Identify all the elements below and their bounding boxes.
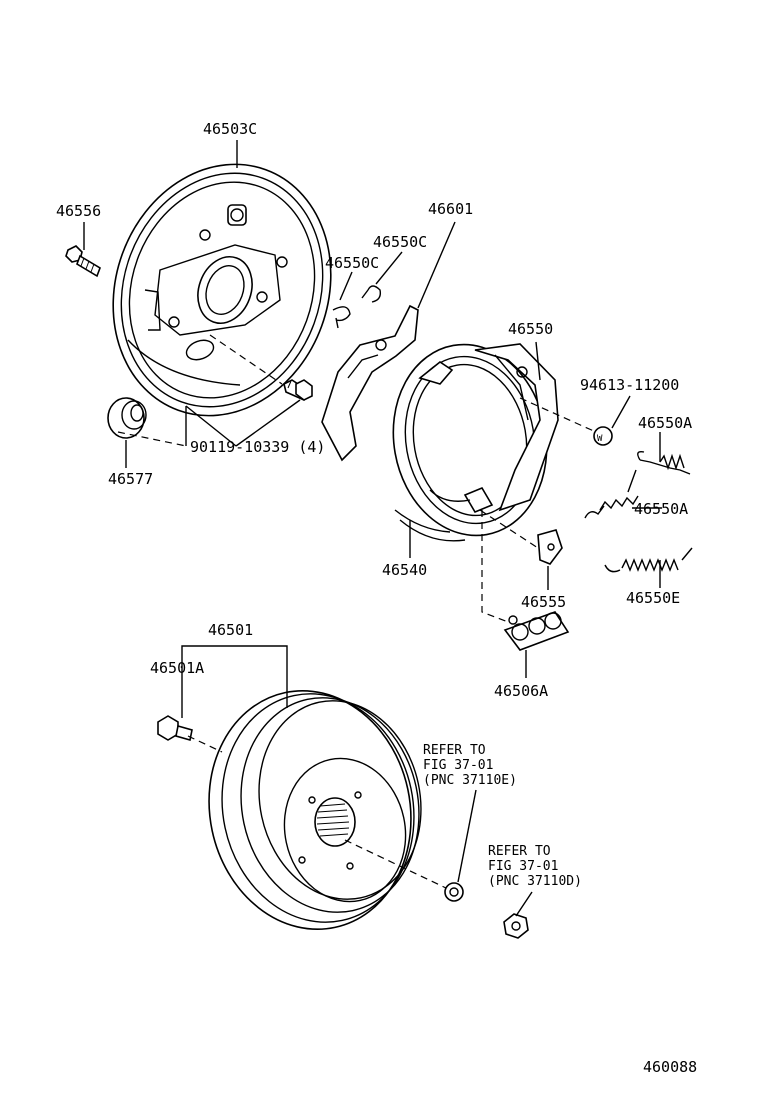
- refer-note-37110E-line2: FIG 37-01: [423, 758, 493, 773]
- plug-46577: [107, 397, 147, 439]
- wheel-cylinder-46506A: [503, 611, 570, 651]
- label-46550A-a: 46550A: [638, 414, 692, 432]
- label-46550C-b: 46550C: [325, 254, 379, 272]
- brake-drum-46501: [208, 689, 422, 931]
- label-46501: 46501: [208, 621, 253, 639]
- svg-text:W: W: [597, 434, 603, 444]
- part-labels: 46503C 46556 46601 46550C 46550C 46550 9…: [56, 120, 697, 1076]
- refer-note-37110D-line1: REFER TO: [488, 844, 551, 859]
- clip-46550C-a: [332, 306, 351, 329]
- refer-note-37110D-line2: FIG 37-01: [488, 859, 558, 874]
- bolt-90119: [283, 379, 313, 401]
- bolt-46501A: [157, 715, 193, 742]
- label-94613-11200: 94613-11200: [580, 376, 679, 394]
- label-46506A: 46506A: [494, 682, 548, 700]
- label-46501A: 46501A: [150, 659, 204, 677]
- label-46601: 46601: [428, 200, 473, 218]
- nut-37110D: [503, 913, 529, 939]
- label-90119-10339: 90119-10339 (4): [190, 438, 325, 456]
- spring-46550E: [604, 547, 693, 573]
- refer-note-37110E-line3: (PNC 37110E): [423, 773, 517, 788]
- shoe-lever-46550: [474, 343, 559, 512]
- spring-46550A-a: [637, 450, 691, 475]
- label-46577: 46577: [108, 470, 153, 488]
- label-46556: 46556: [56, 202, 101, 220]
- label-46550A-b: 46550A: [634, 500, 688, 518]
- label-46550C-a: 46550C: [373, 233, 427, 251]
- nut-37110E: [444, 882, 464, 902]
- figure-number: 460088: [643, 1058, 697, 1076]
- label-46503C: 46503C: [203, 120, 257, 138]
- washer-94613: W: [593, 426, 613, 446]
- adjuster-46555: [537, 529, 563, 565]
- label-46550E: 46550E: [626, 589, 680, 607]
- backing-plate-46503C: [112, 163, 332, 417]
- label-46540: 46540: [382, 561, 427, 579]
- label-46555: 46555: [521, 593, 566, 611]
- refer-note-37110D-line3: (PNC 37110D): [488, 874, 582, 889]
- spring-46550A-b: [584, 469, 639, 519]
- bolt-46556: [65, 245, 101, 278]
- refer-note-37110E-line1: REFER TO: [423, 743, 486, 758]
- clip-46550C-b: [361, 285, 382, 303]
- plate-46601: [321, 304, 419, 462]
- leader-lines: [83, 140, 662, 917]
- label-46550: 46550: [508, 320, 553, 338]
